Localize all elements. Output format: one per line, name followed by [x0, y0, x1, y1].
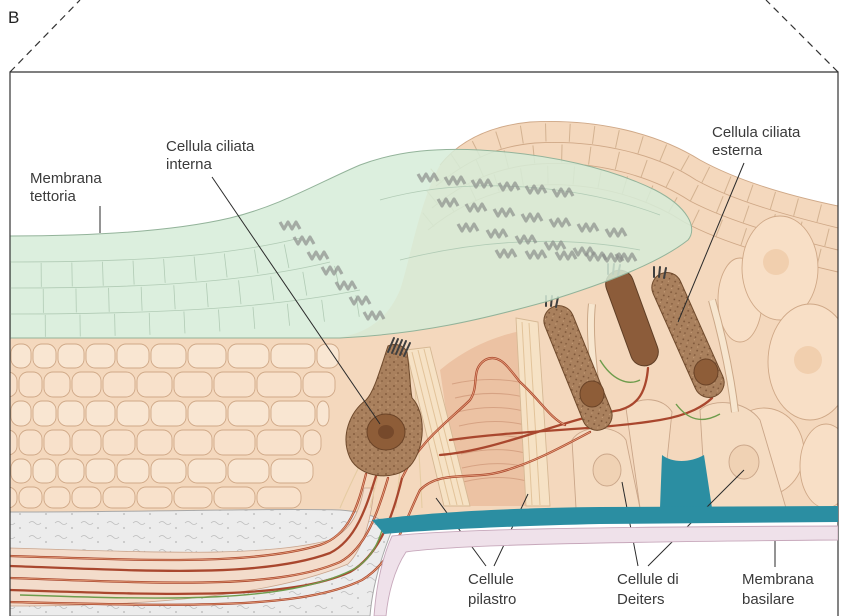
label-line: basilare: [742, 591, 795, 608]
label-text: Cellula ciliata interna: [166, 138, 259, 173]
inner-hair-cell-nucleolus: [378, 425, 394, 439]
support-cell: [11, 459, 31, 483]
fluid-space: [660, 455, 712, 508]
deiters-cell-nucleus: [593, 454, 621, 486]
support-cell: [257, 372, 301, 397]
support-cell: [214, 372, 255, 397]
support-cell: [19, 430, 42, 455]
support-cell: [103, 430, 135, 455]
supporting-cell-nucleus: [794, 346, 822, 374]
label-line: Cellula ciliata: [712, 124, 801, 141]
support-cell: [103, 487, 135, 508]
support-cell: [19, 372, 42, 397]
panel-label: B: [8, 8, 19, 27]
support-cell: [33, 401, 56, 426]
label-line: Cellula ciliata: [166, 138, 255, 155]
label-line: interna: [166, 156, 213, 173]
support-cell: [257, 487, 301, 508]
support-cell: [303, 372, 335, 397]
support-cell: [0, 430, 17, 455]
supporting-cell-nucleus: [763, 249, 789, 275]
support-cell: [137, 487, 172, 508]
support-cell: [72, 487, 101, 508]
support-cell: [58, 459, 84, 483]
support-cell: [151, 459, 186, 483]
label-line: tettoria: [30, 188, 77, 205]
support-cell: [44, 487, 70, 508]
support-cell: [44, 372, 70, 397]
label-text: Cellule pilastro: [468, 571, 518, 608]
label-line: Membrana: [742, 571, 814, 588]
support-cell: [72, 372, 101, 397]
deiters-cell-nucleus: [729, 445, 759, 479]
label-tectorial-membrane: Membrana tettoria: [30, 170, 106, 233]
support-cell: [271, 344, 315, 368]
support-cell: [58, 344, 84, 368]
support-cell: [151, 401, 186, 426]
label-line: Cellule: [468, 571, 514, 588]
support-cell: [11, 401, 31, 426]
support-cell: [11, 344, 31, 368]
support-cell: [271, 401, 315, 426]
support-cell: [228, 459, 269, 483]
support-cell: [137, 430, 172, 455]
support-cell: [137, 372, 172, 397]
support-cell: [174, 372, 212, 397]
support-cell: [271, 459, 313, 483]
support-cell: [188, 459, 226, 483]
outer-hair-cell-nucleus: [694, 359, 718, 385]
zoom-line-right: [766, 0, 838, 72]
support-cell: [303, 430, 321, 455]
support-cell: [214, 430, 255, 455]
support-cell: [103, 372, 135, 397]
support-cell: [317, 401, 329, 426]
support-cell: [188, 344, 226, 368]
label-text: Cellule di Deiters: [617, 571, 683, 608]
support-cell: [117, 401, 149, 426]
support-cell: [174, 430, 212, 455]
support-cell: [228, 401, 269, 426]
support-cell: [117, 459, 149, 483]
support-cell: [0, 487, 17, 508]
support-cell: [228, 344, 269, 368]
label-text: Cellula ciliata esterna: [712, 124, 805, 159]
supporting-cell: [800, 424, 848, 508]
outer-hair-cell-nucleus: [580, 381, 604, 407]
label-line: Deiters: [617, 591, 665, 608]
label-line: Cellule di: [617, 571, 679, 588]
label-line: esterna: [712, 142, 763, 159]
label-line: Membrana: [30, 170, 102, 187]
zoom-line-left: [10, 0, 80, 72]
support-cell: [86, 401, 115, 426]
label-text: Membrana basilare: [742, 571, 818, 608]
support-cell: [72, 430, 101, 455]
support-cell: [0, 372, 17, 397]
support-cell: [19, 487, 42, 508]
support-cell: [58, 401, 84, 426]
support-cell: [257, 430, 301, 455]
label-line: pilastro: [468, 591, 516, 608]
support-cell: [151, 344, 186, 368]
support-cell: [86, 459, 115, 483]
support-cell: [33, 344, 56, 368]
label-text: Membrana tettoria: [30, 170, 106, 205]
support-cell: [117, 344, 149, 368]
support-cell: [174, 487, 212, 508]
support-cell: [214, 487, 255, 508]
support-cell: [188, 401, 226, 426]
support-cell: [44, 430, 70, 455]
support-cell: [33, 459, 56, 483]
support-cell: [86, 344, 115, 368]
